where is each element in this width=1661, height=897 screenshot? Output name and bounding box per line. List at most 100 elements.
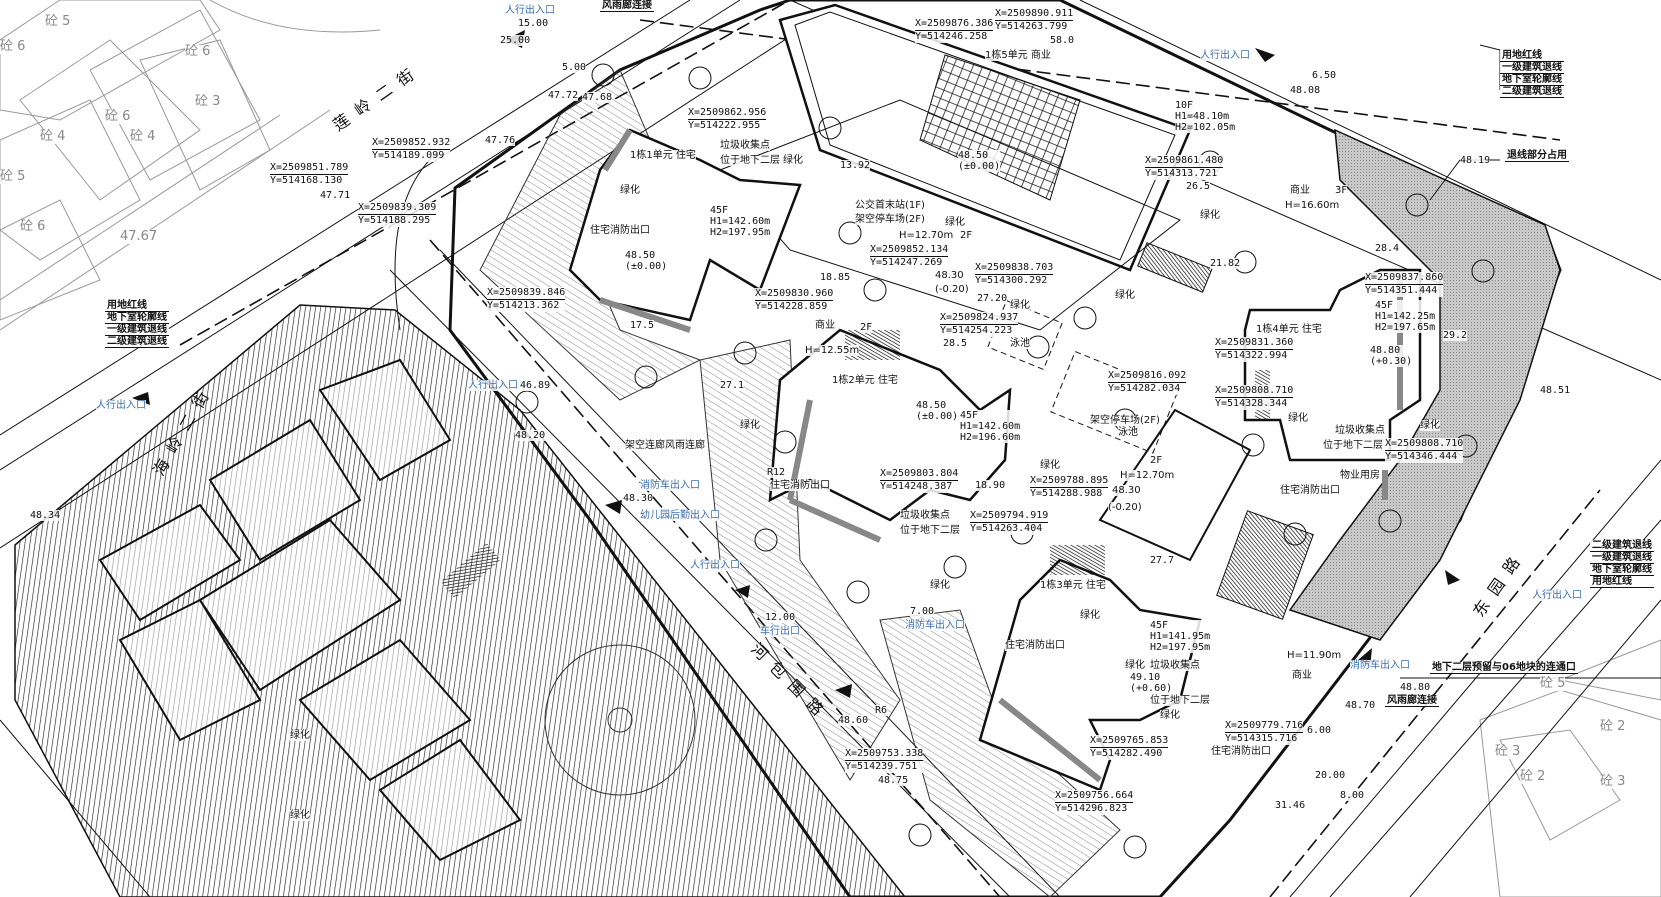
podium-label-text: 2F: [1150, 455, 1163, 466]
podium-label: (-0.20): [1108, 502, 1142, 513]
podium-label: 住宅消防出口: [590, 225, 650, 236]
dimension-label-text: 47.68: [582, 92, 613, 103]
dimension-label-text: 48.34: [30, 510, 61, 521]
podium-label: (-0.20): [935, 284, 969, 295]
podium-label-text: (-0.20): [1108, 502, 1142, 513]
podium-label: 商业: [1292, 670, 1312, 681]
legend-bottom: 二级建筑退线一级建筑退线地下室轮廓线用地红线: [1590, 540, 1654, 588]
podium-label: H=12.55m: [805, 345, 860, 356]
podium-label: 住宅消防出口: [1280, 485, 1340, 496]
dimension-label-text: 48.20: [515, 430, 546, 441]
building-elevation: 48.50(±0.00): [625, 250, 668, 272]
greenery-label: 绿化: [1010, 300, 1030, 311]
coordinate-label-text: Y=514263.404: [970, 523, 1043, 534]
dimension-label: 28.5: [943, 338, 968, 349]
podium-label-text: 垃圾收集点: [1150, 660, 1200, 671]
note-basement-link-text: 地下二层预留与06地块的连通口: [1430, 662, 1578, 674]
dimension-label-text: 25.00: [500, 35, 531, 46]
dimension-label-text: 26.5: [1186, 181, 1211, 192]
podium-label: H=12.70m: [899, 230, 954, 241]
entrance-label: 消防车出入口: [1350, 660, 1410, 671]
dimension-label: 48.60: [838, 715, 869, 726]
podium-label: 泳池: [1010, 338, 1030, 349]
greenery-label-text: 绿化: [290, 730, 310, 741]
neighbor-label: 砼 4: [130, 130, 156, 144]
greenery-label: 绿化: [783, 155, 803, 166]
podium-label-text: 商业: [1292, 670, 1312, 681]
neighbor-label-text: 47.67: [120, 229, 158, 244]
note-sunken-top-text: 风雨廊连接: [600, 0, 654, 12]
dimension-label-text: 46.89: [520, 380, 551, 391]
greenery-label: 绿化: [1288, 413, 1308, 424]
building-elevation-text: 48.80: [1370, 345, 1401, 356]
dimension-label: 58.0: [1050, 35, 1075, 46]
coordinate-label-text: Y=514282.490: [1090, 748, 1163, 759]
neighbor-label: 砼 2: [1520, 770, 1546, 784]
dimension-label-text: 48.08: [1290, 85, 1321, 96]
coordinate-label-text: Y=514263.799: [995, 21, 1068, 32]
podium-label: 3F: [1335, 185, 1348, 196]
entrance-label-text: 人行出入口: [1200, 50, 1250, 61]
dimension-label: 27.20: [977, 293, 1008, 304]
neighbor-label-text: 砼 3: [1600, 774, 1626, 789]
entrance-label: 消防车出入口: [640, 480, 700, 491]
building-height-text: H1=142.25m: [1375, 311, 1436, 322]
building-height-text: 45F: [710, 205, 729, 216]
building-elevation-text: 48.50: [625, 250, 656, 261]
legend-top-text: 二级建筑退线: [1500, 86, 1564, 98]
podium-label: 商业: [1290, 185, 1310, 196]
dimension-label-text: 7.00: [910, 606, 935, 617]
legend-left-text: 二级建筑退线: [105, 336, 169, 348]
dimension-label: 48.19: [1460, 155, 1491, 166]
podium-label: 48.30: [1112, 485, 1141, 496]
podium-label-text: 商业: [1290, 185, 1310, 196]
entrance-label: 人行出入口: [1200, 50, 1250, 61]
legend-top-text: 地下室轮廓线: [1500, 74, 1564, 86]
legend-left-text: 一级建筑退线: [105, 324, 169, 336]
neighbor-label: 砼 6: [105, 110, 131, 124]
dimension-label: 20.00: [1315, 770, 1346, 781]
dimension-label-text: 6.50: [1312, 70, 1337, 81]
podium-label-text: 位于地下二层: [720, 155, 780, 166]
dimension-label-text: 18.90: [975, 480, 1006, 491]
dimension-label-text: 8.00: [1340, 790, 1365, 801]
building-height-text: H2=197.65m: [1375, 322, 1436, 333]
dimension-label-text: 21.82: [1210, 258, 1241, 269]
neighbor-label-text: 砼 6: [20, 219, 46, 234]
podium-label: 架空连廊风雨连廊: [625, 440, 705, 451]
entrance-label-text: 人行出入口: [505, 5, 555, 16]
stair-southwest: [440, 543, 501, 599]
southwest-block-buildings: [98, 358, 522, 862]
coordinate-label-text: Y=514315.716: [1225, 733, 1298, 744]
dimension-label-text: 48.75: [878, 775, 909, 786]
coordinate-label-text: X=2509824.937: [940, 312, 1019, 325]
entrance-label-text: 车行出口: [760, 626, 800, 637]
note-setback-text: 退线部分占用: [1505, 150, 1569, 162]
greenery-label-text: 绿化: [620, 185, 640, 196]
building-elevation: 49.10(+0.60): [1130, 672, 1173, 694]
podium-label: 住宅消防出口: [1211, 746, 1271, 757]
podium-label: 2F: [1150, 455, 1163, 466]
neighbor-label: 砼 3: [1600, 774, 1626, 789]
greenery-label-text: 绿化: [945, 217, 965, 228]
podium-label: 垃圾收集点: [1150, 660, 1200, 671]
coordinate-label-text: X=2509779.716: [1225, 720, 1304, 733]
dimension-label-text: 48.60: [838, 715, 869, 726]
podium-label-text: 住宅消防出口: [1211, 746, 1271, 757]
podium-label-text: 2F: [860, 322, 873, 333]
coordinate-label-text: X=2509788.895: [1030, 475, 1109, 488]
podium-label: 位于地下二层: [900, 525, 960, 536]
coordinate-label-text: X=2509816.092: [1108, 370, 1187, 383]
dimension-label: 13.92: [840, 160, 871, 171]
greenery-label-text: 绿化: [290, 810, 310, 821]
coordinate-label-text: Y=514248.387: [880, 481, 953, 492]
dimension-label-text: 20.00: [1315, 770, 1346, 781]
dimension-label: 21.82: [1210, 258, 1241, 269]
building-1-1: [568, 128, 802, 333]
